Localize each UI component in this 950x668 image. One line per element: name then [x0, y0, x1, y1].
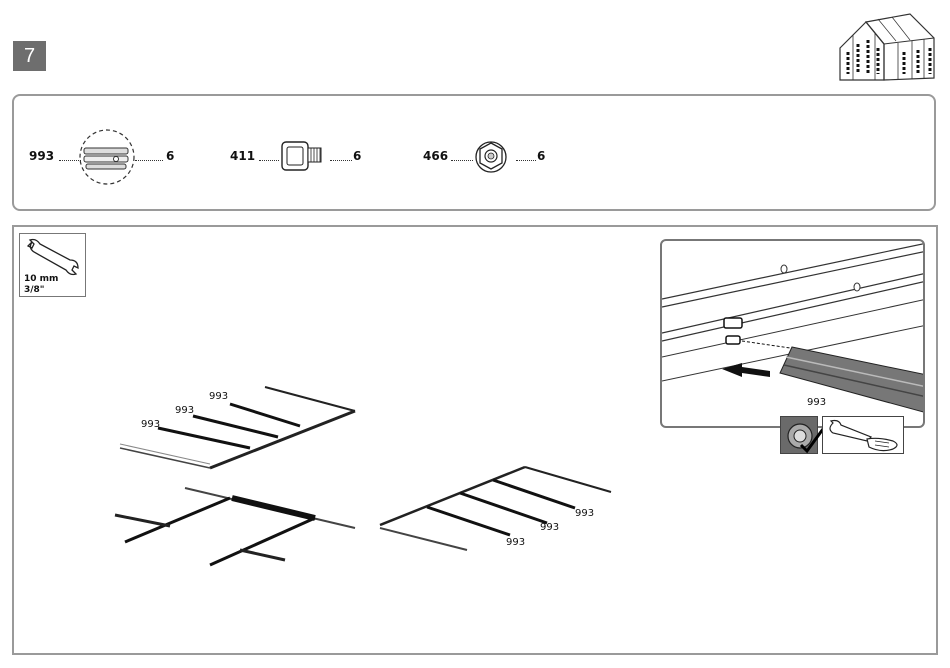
- part-code-466: 466: [423, 149, 448, 163]
- label-993: 993: [141, 419, 160, 430]
- bolt-icon: [280, 140, 324, 174]
- tool-size-mm: 10 mm: [24, 274, 58, 284]
- part-qty-411: 6: [353, 149, 361, 163]
- tool-size-inch: 3/8": [24, 285, 45, 295]
- part-code-411: 411: [230, 149, 255, 163]
- label-993: 993: [540, 522, 559, 533]
- part-code-993: 993: [29, 149, 54, 163]
- hand-tighten-check: [780, 416, 818, 454]
- leader-line: [135, 160, 163, 161]
- leader-line: [259, 160, 279, 161]
- flange-nut-icon: [473, 137, 513, 175]
- label-993: 993: [209, 391, 228, 402]
- tighten-with-wrench-box: [822, 416, 904, 454]
- step-number: 7: [13, 41, 46, 71]
- leader-line: [330, 160, 352, 161]
- profile-section-icon: [78, 128, 136, 186]
- nut-check-icon: [783, 419, 817, 453]
- part-qty-993: 6: [166, 149, 174, 163]
- label-993: 993: [575, 508, 594, 519]
- greenhouse-icon: [838, 12, 936, 82]
- label-993: 993: [175, 405, 194, 416]
- frame-assembly-left: [100, 380, 380, 570]
- detail-drawing: [662, 241, 925, 428]
- leader-line: [516, 160, 536, 161]
- wrench-icon: [26, 238, 80, 278]
- label-993: 993: [807, 397, 826, 408]
- leader-line: [451, 160, 473, 161]
- tool-box: 10 mm 3/8": [19, 233, 86, 297]
- part-qty-466: 6: [537, 149, 545, 163]
- detail-zoom-panel: 993: [660, 239, 925, 428]
- label-993: 993: [506, 537, 525, 548]
- hand-wrench-icon: [827, 419, 903, 453]
